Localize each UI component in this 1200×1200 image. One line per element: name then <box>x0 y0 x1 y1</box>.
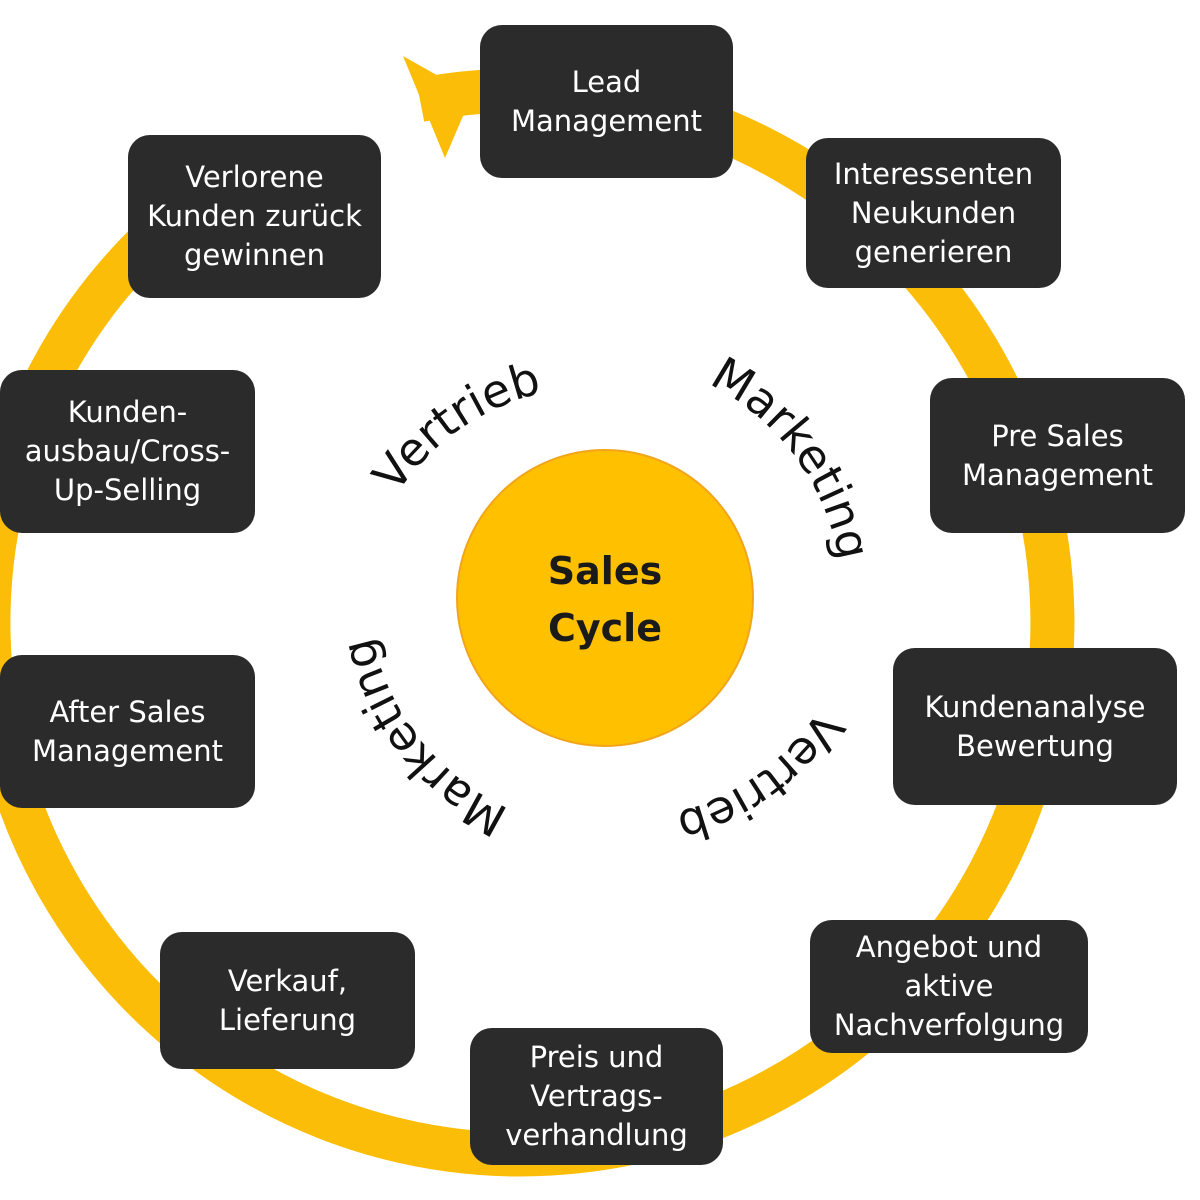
stage-preis-vertragsverhandlung[interactable]: Preis und Vertrags- verhandlung <box>470 1028 723 1165</box>
stage-label: Verlorene Kunden zurück gewinnen <box>147 160 362 272</box>
stage-label: Preis und Vertrags- verhandlung <box>505 1040 688 1152</box>
stage-label: Lead Management <box>510 64 703 138</box>
stage-pre-sales-management[interactable]: Pre Sales Management <box>930 378 1185 533</box>
center-title-line-2: Cycle <box>548 606 662 650</box>
arc-label-vertrieb-bottom: Vertrieb <box>672 703 855 855</box>
stage-label: After Sales Management <box>31 694 224 768</box>
stage-label: Kunden- ausbau/Cross- Up-Selling <box>24 395 231 507</box>
stage-label: Pre Sales Management <box>961 418 1154 492</box>
stage-kundenanalyse-bewertung[interactable]: Kundenanalyse Bewertung <box>893 648 1177 805</box>
stage-lead-management[interactable]: Lead Management <box>480 25 733 178</box>
center-title-line-1: Sales <box>548 549 662 593</box>
stage-verlorene-kunden-zurueck-gewinnen[interactable]: Verlorene Kunden zurück gewinnen <box>128 135 381 298</box>
stage-kundenausbau-cross-up-selling[interactable]: Kunden- ausbau/Cross- Up-Selling <box>0 370 255 533</box>
stage-angebot-aktive-nachverfolgung[interactable]: Angebot und aktive Nachverfolgung <box>810 920 1088 1053</box>
stage-after-sales-management[interactable]: After Sales Management <box>0 655 255 808</box>
stage-label: Kundenanalyse Bewertung <box>924 689 1146 763</box>
center-circle <box>456 449 754 747</box>
stage-interessenten-neukunden-generieren[interactable]: Interessenten Neukunden generieren <box>806 138 1061 288</box>
stage-label: Interessenten Neukunden generieren <box>833 156 1034 269</box>
stage-label: Verkauf, Lieferung <box>218 963 357 1037</box>
cycle-arrowhead <box>403 56 472 158</box>
stage-verkauf-lieferung[interactable]: Verkauf, Lieferung <box>160 932 415 1069</box>
stage-label: Angebot und aktive Nachverfolgung <box>833 930 1065 1042</box>
